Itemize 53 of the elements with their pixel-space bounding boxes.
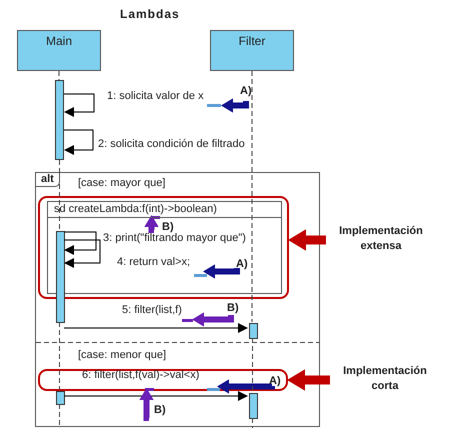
annotation-text: Implementación corta: [330, 364, 440, 396]
highlight-mark: [207, 388, 220, 391]
activation-bar: [55, 80, 64, 160]
lifeline: [59, 160, 60, 230]
message-arrow: [64, 232, 96, 255]
lifeline: [252, 338, 253, 392]
activation-bar: [56, 391, 65, 405]
marker-letter: B): [223, 301, 241, 316]
activation-bar: [56, 231, 65, 323]
highlight-mark: [145, 388, 154, 391]
lifeline: [59, 404, 60, 428]
message-arrow: [64, 130, 94, 155]
message-arrow: [64, 94, 94, 117]
highlight-mark: [182, 319, 193, 322]
fragment-operator: alt: [36, 173, 60, 187]
highlight-mark: [207, 104, 221, 107]
lifeline: [58, 70, 60, 80]
annotation-text: Implementación extensa: [326, 224, 436, 256]
pointer-arrow: [139, 388, 154, 421]
highlight-outline: [38, 369, 288, 391]
participant-box: Filter: [210, 30, 294, 71]
message-arrow: [64, 391, 248, 401]
activation-bar: [249, 323, 258, 339]
highlight-mark: [194, 274, 207, 277]
alt-fragment-frame: [35, 172, 320, 427]
marker-letter: A): [236, 84, 256, 101]
pointer-arrow: [192, 312, 234, 327]
lifeline: [252, 418, 253, 428]
frame-title: sd createLambda:f(int)->boolean): [48, 202, 281, 218]
message-arrow: [64, 323, 248, 333]
message-label: 4: return val>x;: [117, 256, 190, 269]
lifeline: [59, 322, 60, 390]
diagram-title: Lambdas: [120, 8, 180, 21]
callout-arrow: [287, 369, 330, 391]
highlight-mark: [151, 216, 160, 219]
participant-box: Main: [17, 30, 101, 71]
pointer-arrow: [221, 98, 249, 113]
message-label: 6: filter(list,f(val)->val<x): [82, 369, 200, 382]
callout-arrow: [288, 229, 326, 251]
marker-letter: A): [265, 374, 285, 389]
guard-condition: [case: mayor que]: [78, 177, 166, 190]
guard-condition: [case: menor que]: [78, 349, 166, 362]
message-label: 3: print("filtrando mayor que"): [103, 232, 246, 245]
message-arrow: [64, 240, 100, 268]
pointer-arrow: [144, 215, 159, 233]
message-label: 1: solicita valor de x: [107, 90, 204, 103]
marker-letter: B): [150, 403, 172, 421]
message-label: 5: filter(list,f): [122, 304, 182, 317]
message-label: 2: solicita condición de filtrado: [98, 138, 245, 151]
activation-bar: [249, 393, 258, 419]
marker-letter: A): [232, 257, 250, 272]
pointer-arrow: [203, 264, 240, 279]
pointer-arrow: [217, 379, 275, 394]
